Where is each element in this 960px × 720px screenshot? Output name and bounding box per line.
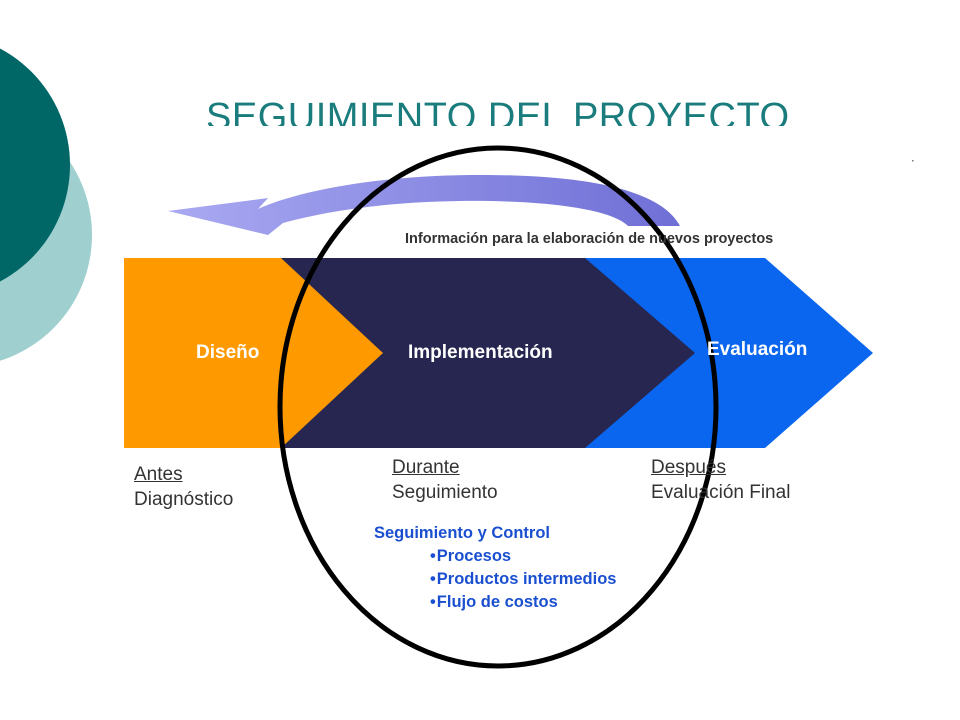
control-block: Seguimiento y Control Procesos Productos… — [374, 522, 616, 614]
stage-chevron-diseno — [124, 258, 383, 448]
phase-despues: Después Evaluación Final — [651, 455, 790, 505]
decor-dot — [912, 160, 914, 162]
highlight-ellipse — [277, 145, 719, 669]
title-clip: SEGUIMIENTO DEL PROYECTO — [0, 96, 960, 126]
feedback-arrow — [168, 174, 680, 235]
stage-chevron-implementacion — [275, 258, 695, 448]
stage-chevron-evaluacion — [570, 258, 873, 448]
control-item-procesos: Procesos — [430, 545, 616, 568]
phase-detail: Seguimiento — [392, 482, 498, 503]
stage-label-implementacion: Implementación — [408, 342, 553, 363]
control-item-productos: Productos intermedios — [430, 568, 617, 591]
control-item-costos: Flujo de costos — [430, 591, 616, 614]
phase-heading: Después — [651, 457, 726, 478]
phase-heading: Antes — [134, 464, 183, 485]
feedback-arrow-label: Información para la elaboración de nuevo… — [405, 231, 774, 247]
phase-heading: Durante — [392, 457, 460, 478]
phase-detail: Diagnóstico — [134, 489, 234, 510]
stage-label-evaluacion: Evaluación — [707, 339, 808, 360]
control-list: Procesos Productos intermedios Flujo de … — [374, 545, 617, 614]
stage-label-diseno: Diseño — [196, 342, 260, 363]
page-title: SEGUIMIENTO DEL PROYECTO — [206, 96, 790, 126]
decor-circle-dark — [0, 48, 70, 282]
phase-durante: Durante Seguimiento — [392, 455, 498, 505]
control-heading: Seguimiento y Control — [374, 524, 551, 542]
phase-detail: Evaluación Final — [651, 482, 791, 503]
phase-antes: Antes Diagnóstico — [134, 462, 233, 512]
